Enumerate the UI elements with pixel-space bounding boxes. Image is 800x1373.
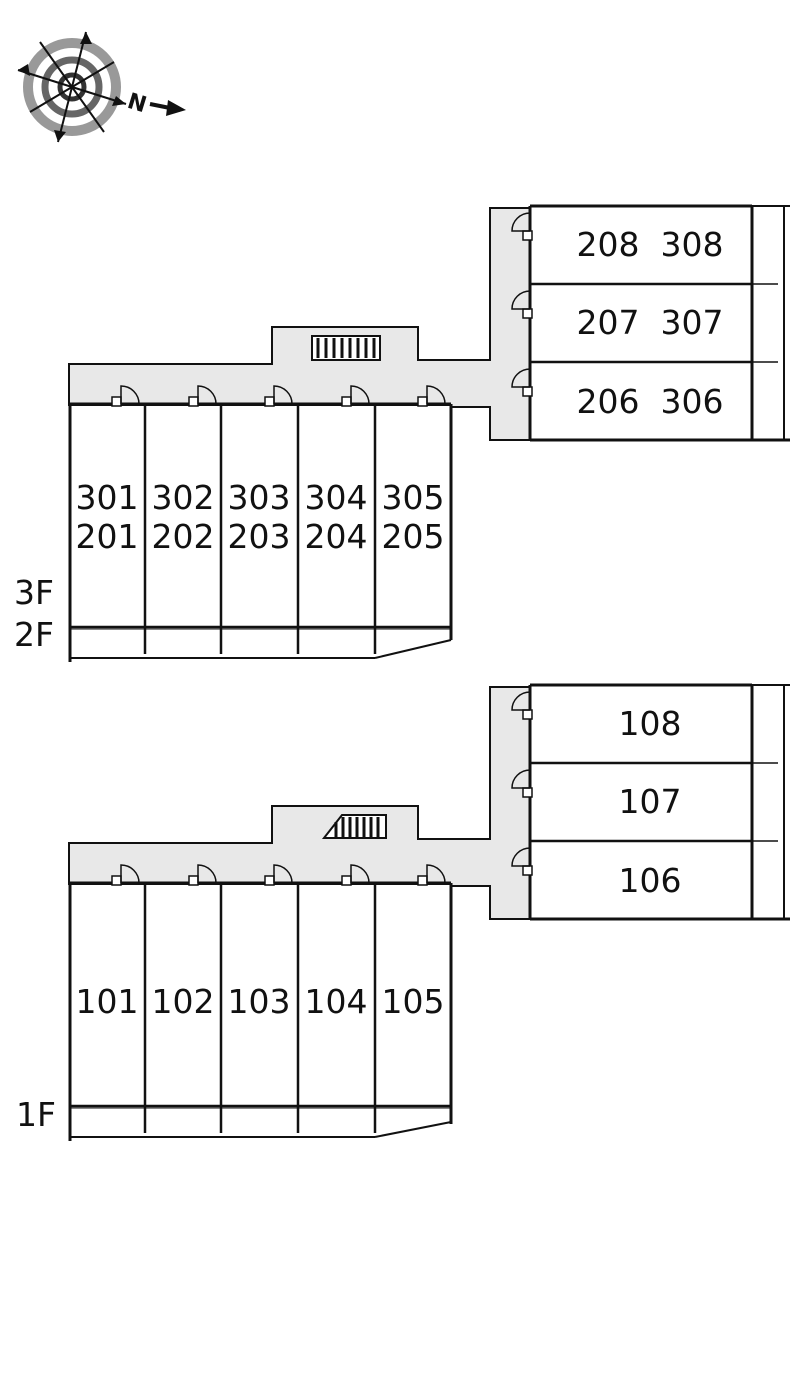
unit-105-label: 105 [382, 982, 445, 1021]
lower-east-block [528, 683, 790, 921]
floor-1f-label: 1F [16, 1095, 56, 1134]
unit-205-label: 205 [382, 517, 445, 556]
upper-stairs-icon [311, 335, 381, 361]
unit-304-label: 304 [305, 478, 368, 517]
upper-corridor [68, 207, 531, 441]
ground-floor-plan: 101 102 103 104 105 108 107 106 1F [16, 683, 790, 1141]
floor-3f-label: 3F [14, 573, 54, 612]
lower-west-labels: 101 102 103 104 105 [76, 982, 445, 1021]
upper-west-doors-icon [111, 385, 446, 407]
upper-east-doors-icon [511, 212, 533, 397]
lower-corridor [68, 686, 531, 920]
unit-101-label: 101 [76, 982, 139, 1021]
unit-201-label: 201 [76, 517, 139, 556]
unit-103-label: 103 [228, 982, 291, 1021]
upper-east-block [528, 204, 790, 442]
unit-207-307-label: 207 307 [577, 303, 724, 342]
unit-107-label: 107 [619, 782, 682, 821]
lower-west-doors-icon [111, 864, 446, 886]
unit-104-label: 104 [305, 982, 368, 1021]
unit-303-label: 303 [228, 478, 291, 517]
lower-east-doors-icon [511, 691, 533, 876]
lower-stairs-icon [321, 814, 387, 839]
unit-106-label: 106 [619, 861, 682, 900]
unit-204-label: 204 [305, 517, 368, 556]
unit-203-label: 203 [228, 517, 291, 556]
unit-108-label: 108 [619, 704, 682, 743]
unit-206-306-label: 206 306 [577, 382, 724, 421]
floor-2f-label: 2F [14, 615, 54, 654]
lower-west-block [68, 881, 453, 1141]
upper-east-labels: 208 308 207 307 206 306 [577, 225, 724, 421]
unit-202-label: 202 [152, 517, 215, 556]
upper-west-block [68, 402, 453, 662]
unit-305-label: 305 [382, 478, 445, 517]
compass-north-label: N [124, 89, 149, 118]
unit-302-label: 302 [152, 478, 215, 517]
unit-102-label: 102 [152, 982, 215, 1021]
lower-east-labels: 108 107 106 [619, 704, 682, 900]
upper-west-labels: 301 201 302 202 303 203 304 204 305 205 [76, 478, 445, 556]
upper-floors-plan: 301 201 302 202 303 203 304 204 305 205 … [14, 204, 790, 662]
unit-208-308-label: 208 308 [577, 225, 724, 264]
unit-301-label: 301 [76, 478, 139, 517]
compass-rose-icon: N [17, 31, 186, 143]
